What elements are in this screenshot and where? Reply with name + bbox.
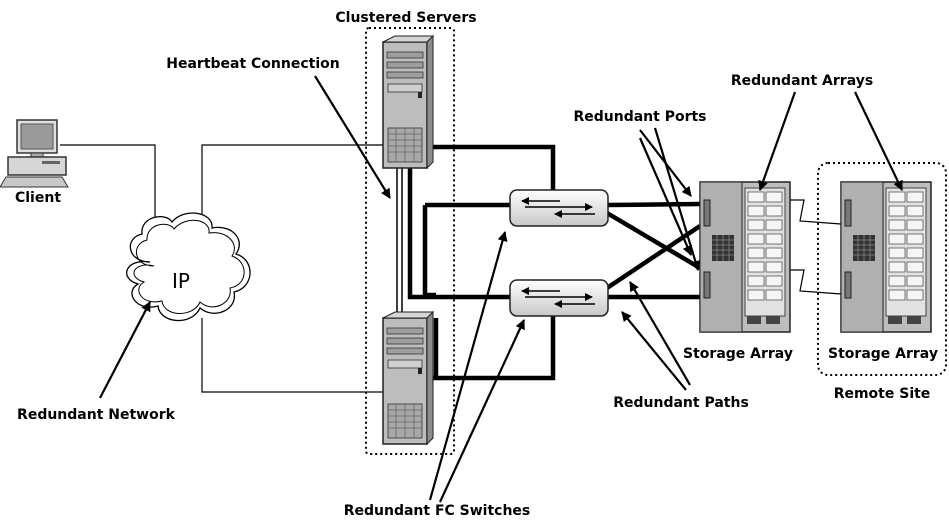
client-label: Client [15,190,61,206]
ports-callout-arrow-2 [638,137,693,256]
fc-links [407,144,702,381]
replication-links [790,199,842,295]
switches-callout-arrow-1 [428,231,508,501]
paths-callout-arrow-2 [621,311,687,391]
clustered-servers-group [365,27,455,455]
paths-callout-arrow-1 [629,281,691,386]
arrays-callout-arrow-2 [854,91,903,191]
network-callout-arrow [99,301,151,399]
storage-array-remote [840,181,932,333]
redundant-paths-label: Redundant Paths [613,395,749,411]
heartbeat-connection-label: Heartbeat Connection [166,56,339,72]
redundant-ports-label: Redundant Ports [573,109,706,125]
storage-array-local-label: Storage Array [683,346,793,362]
fc-switch-top [509,189,609,227]
switches-callout-arrow-2 [439,319,525,503]
redundant-arrays-label: Redundant Arrays [731,73,873,89]
ip-label: IP [172,269,190,293]
redundant-network-label: Redundant Network [17,407,176,423]
ports-callout-arrow-3 [653,127,701,271]
server-top [382,34,435,170]
redundant-fc-switches-label: Redundant FC Switches [344,503,531,519]
remote-site-group [817,162,947,376]
storage-array-local [699,181,791,333]
storage-array-remote-label: Storage Array [828,346,938,362]
arrays-callout-arrow-1 [758,91,797,191]
ip-network-links [60,144,385,393]
ip-cloud: IP [126,212,251,322]
client-computer [0,119,69,188]
callout-arrows [99,75,903,503]
clustered-servers-label: Clustered Servers [335,10,476,26]
heartbeat-connection-lines [396,168,403,318]
remote-site-label: Remote Site [834,386,931,402]
fc-switch-bottom [509,279,609,317]
heartbeat-callout-arrow [314,75,391,199]
server-bottom [382,310,435,446]
